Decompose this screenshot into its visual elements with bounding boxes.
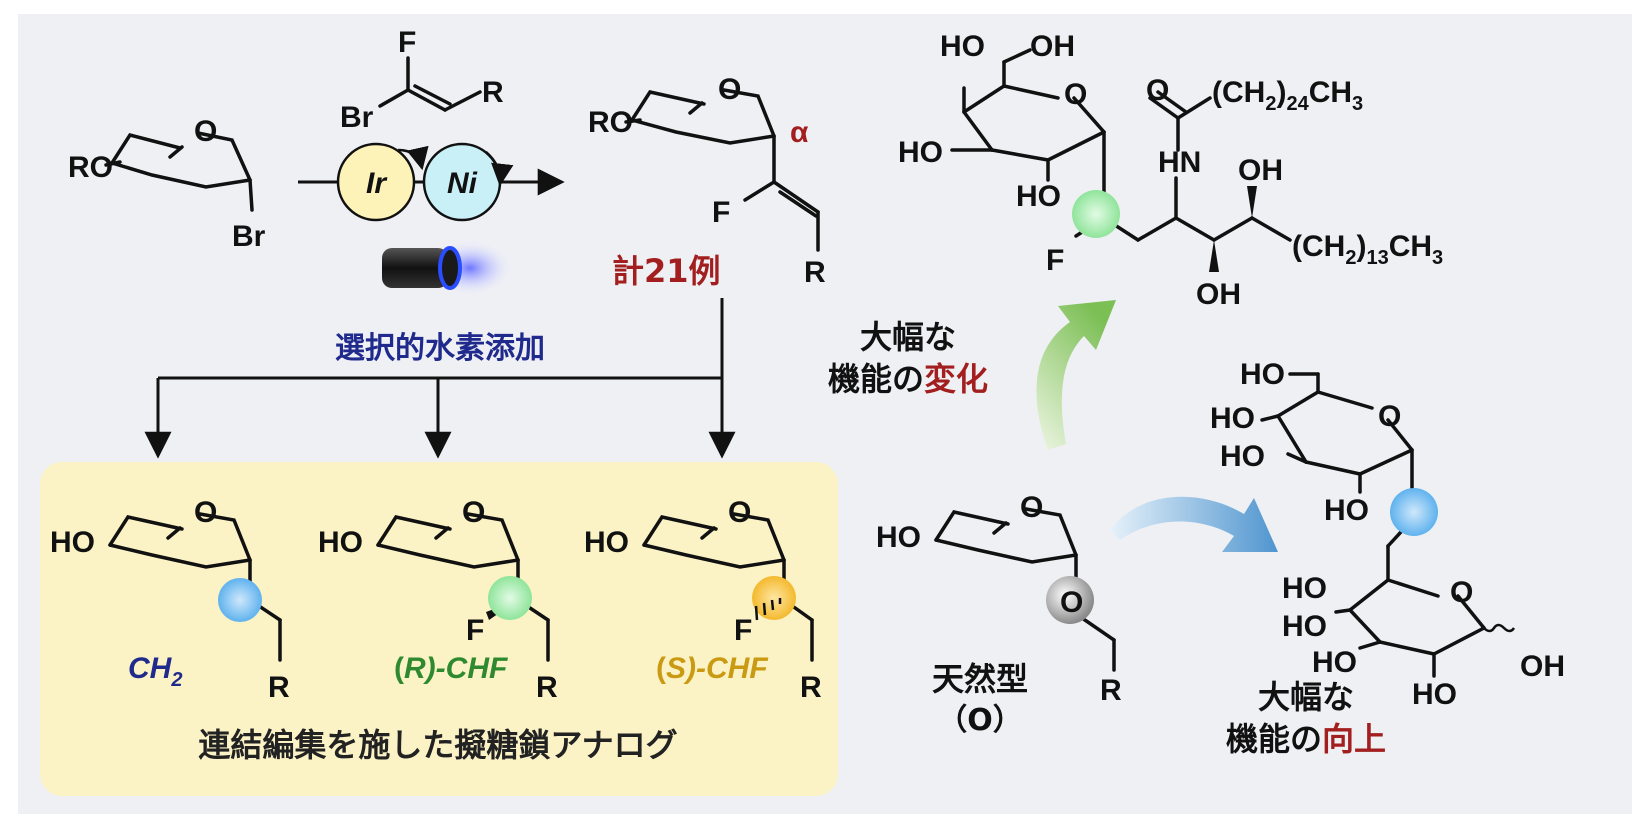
glycolipid-ring-oxygen: O	[1064, 78, 1087, 111]
function-improve-label-2: 機能の向上	[1226, 720, 1386, 758]
disaccharide-ho-4: HO	[1324, 494, 1369, 527]
oh3-wedge	[1209, 240, 1219, 272]
oh2-wedge	[1247, 186, 1257, 218]
analog-s-chf-label: (S)-CHF	[656, 652, 768, 685]
analog-r-chf-ho: HO	[318, 526, 363, 559]
s-chf-linker-marker	[752, 576, 796, 620]
function-change-label-2: 機能の変化	[828, 360, 988, 398]
natural-r: R	[1100, 674, 1122, 707]
glycolipid-ho-1: HO	[940, 30, 985, 63]
example-count: 計21例	[612, 252, 721, 290]
disaccharide-ho-5: HO	[1282, 572, 1327, 605]
glycosyl-bromide	[104, 131, 254, 212]
analog-s-chf-fluorine: F	[734, 614, 752, 647]
nickel-label: Ni	[447, 167, 478, 200]
glycolipid-oh-3: OH	[1196, 278, 1241, 311]
disaccharide-ho-1: HO	[1240, 358, 1285, 391]
natural-linker-oxygen: O	[1060, 586, 1083, 619]
r-chf-linker-marker	[488, 576, 532, 620]
reagent-r: R	[482, 76, 504, 109]
bromide-label: Br	[232, 220, 266, 253]
analog-caption: 連結編集を施した擬糖鎖アナログ	[198, 726, 677, 764]
ro-substituent: RO	[68, 151, 113, 184]
ring-oxygen: O	[194, 115, 217, 148]
analog-s-chf-r: R	[800, 671, 822, 704]
s-chf-hash-bond	[754, 598, 782, 621]
analog-r-chf-label: (R)-CHF	[394, 652, 508, 685]
led-light-icon	[382, 238, 516, 298]
vinyl-reagent	[378, 56, 482, 112]
anomeric-wavy-bond	[1483, 623, 1516, 633]
analog-r-chf-fluorine: F	[466, 614, 484, 647]
disaccharide-ring-oxygen-1: O	[1378, 400, 1401, 433]
hydrogenation-label: 選択的水素添加	[335, 331, 545, 366]
photocatalyst-cycle-icon	[336, 142, 514, 222]
disaccharide-ho-8: HO	[1412, 678, 1457, 711]
analog-ch2-ring-oxygen: O	[194, 496, 217, 529]
alpha-label: α	[790, 116, 809, 149]
disaccharide-linker-marker	[1390, 488, 1438, 536]
analog-ch2-label: CH2	[128, 652, 182, 691]
ch2-linker-marker	[218, 578, 262, 622]
analog-r-chf-r: R	[536, 671, 558, 704]
glycolipid-oh-2: OH	[1238, 154, 1283, 187]
disaccharide-ring-oxygen-2: O	[1450, 576, 1473, 609]
disaccharide-ho-6: HO	[1282, 610, 1327, 643]
natural-linker-marker	[1046, 576, 1094, 624]
glycolipid-linker-marker	[1072, 190, 1120, 238]
glycolipid-fluorine: F	[1046, 244, 1064, 277]
glycolipid-ho-3: HO	[1016, 180, 1061, 213]
function-improve-label: 大幅な	[1258, 678, 1354, 716]
natural-ho: HO	[876, 521, 921, 554]
function-change-arrow	[1036, 300, 1116, 450]
disaccharide-ho-7: HO	[1312, 646, 1357, 679]
disaccharide-ho-3: HO	[1220, 440, 1265, 473]
glycolipid-ho-2: HO	[898, 136, 943, 169]
fluoroalkenyl-glycoside	[624, 88, 820, 252]
analog-ch2-r: R	[268, 671, 290, 704]
analog-ch2-ho: HO	[50, 526, 95, 559]
analog-r-chf-structure	[376, 512, 550, 662]
natural-label-o: （O）	[937, 703, 1023, 738]
alkyl-chain: (CH2)13CH3	[1292, 230, 1443, 269]
natural-ring-oxygen: O	[1020, 491, 1043, 524]
iridium-label: Ir	[366, 167, 388, 200]
carbonyl-oxygen: O	[1146, 74, 1169, 107]
acyl-chain: (CH2)24CH3	[1212, 76, 1363, 115]
product-fluorine: F	[712, 196, 730, 229]
analog-box	[40, 462, 838, 796]
natural-label: 天然型	[932, 660, 1028, 698]
function-improve-arrow	[1110, 496, 1278, 552]
disaccharide-analog	[1260, 372, 1486, 678]
analog-r-chf-ring-oxygen: O	[462, 496, 485, 529]
analog-s-chf-ring-oxygen: O	[728, 496, 751, 529]
function-change-label: 大幅な	[860, 318, 956, 356]
reagent-bromine: Br	[340, 101, 374, 134]
analog-ch2-structure	[108, 512, 282, 662]
hydrogenation-arrows	[144, 298, 736, 459]
reagent-fluorine: F	[398, 26, 416, 59]
product-ro: RO	[588, 106, 633, 139]
product-ring-oxygen: O	[718, 73, 741, 106]
product-r: R	[804, 256, 826, 289]
disaccharide-ho-2: HO	[1210, 402, 1255, 435]
natural-glycoside	[934, 507, 1116, 672]
glycolipid-oh-1: OH	[1030, 30, 1075, 63]
amide-nh: HN	[1158, 146, 1201, 179]
analog-s-chf-ho: HO	[584, 526, 629, 559]
disaccharide-oh: OH	[1520, 650, 1565, 683]
